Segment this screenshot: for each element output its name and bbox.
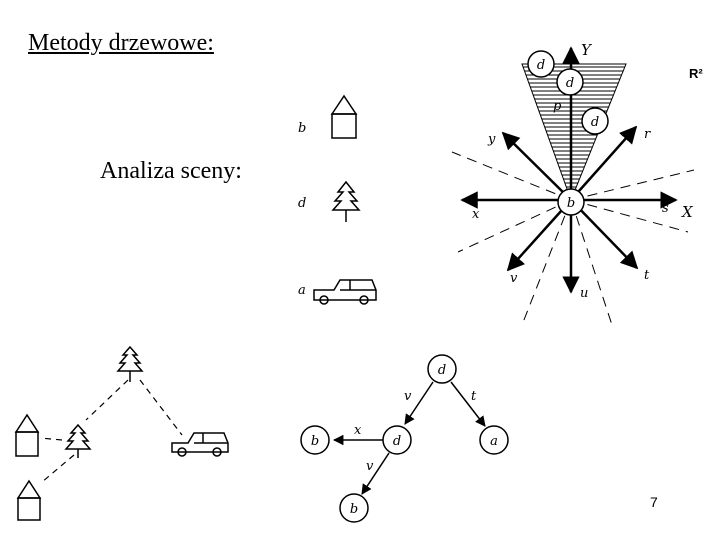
dashed-separators [452, 152, 694, 325]
tree-node-right-label: a [490, 434, 498, 449]
tree-node-ll-label: b [311, 434, 319, 449]
cone-node-2-label: d [566, 76, 574, 91]
scene-house-top [16, 415, 38, 456]
center-node-label: b [567, 196, 575, 211]
ray-label-v: v [510, 271, 518, 286]
tree-node-left-label: d [393, 434, 401, 449]
ray-label-t: t [644, 268, 650, 283]
house-icon [332, 96, 356, 138]
scene-car [172, 433, 228, 456]
scene-tree-top [118, 347, 142, 382]
ray-label-u: u [580, 286, 588, 301]
legend: b d a [298, 96, 376, 304]
tree-node-root-label: d [438, 363, 446, 378]
cone-node-3-label: d [591, 115, 599, 130]
legend-letter-b: b [298, 121, 306, 136]
tree-edge-root-right [451, 382, 485, 426]
tree-node-lb-label: b [350, 502, 358, 517]
legend-letter-a: a [298, 283, 306, 298]
tree-edge-label-t: t [471, 389, 477, 404]
axis-x-label: X [681, 203, 694, 221]
cone-node-1-label: d [537, 58, 545, 73]
result-tree: d d a b b v t x v [301, 355, 508, 522]
scene-connections [40, 380, 182, 482]
axis-y-label: Y [581, 41, 593, 59]
legend-letter-d: d [298, 196, 306, 211]
scene-sketch [16, 347, 228, 520]
ray-label-y: y [487, 132, 496, 147]
space-label: R² [689, 66, 703, 81]
p-label: p [553, 99, 562, 114]
scene-tree-middle [66, 425, 90, 458]
ray-label-x: x [472, 207, 480, 222]
directions-diagram: b d d d R² Y X p x y r s t u v [452, 41, 703, 325]
ray-label-s: s [662, 201, 669, 216]
ray-label-r: r [644, 127, 651, 142]
tree-icon [333, 182, 359, 222]
tree-edge-label-v1: v [404, 389, 412, 404]
tree-edge-label-x: x [354, 423, 362, 438]
car-icon [314, 280, 376, 304]
tree-edge-label-v2: v [366, 459, 374, 474]
scene-house-bottom [18, 481, 40, 520]
